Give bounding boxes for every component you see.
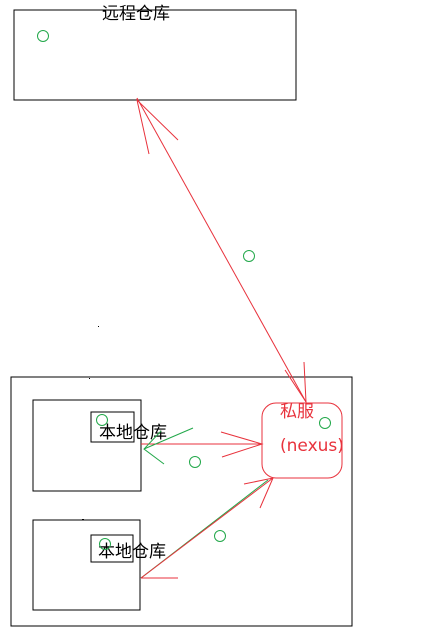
remote-end-arrowhead bbox=[136, 98, 179, 155]
local1-to-nexus-arrowhead bbox=[220, 431, 264, 458]
stray-dot-1 bbox=[98, 326, 99, 327]
remote-repo-box bbox=[13, 9, 297, 101]
local-repo-1-label: 本地仓库 bbox=[99, 423, 167, 443]
private-server-box bbox=[261, 402, 343, 479]
local-repo-2-inner-box bbox=[90, 534, 134, 563]
local1-connector-marker bbox=[189, 456, 201, 468]
private-server-marker bbox=[319, 417, 331, 429]
local-repo-1-marker bbox=[96, 414, 108, 426]
local-repo-2-label: 本地仓库 bbox=[98, 542, 166, 562]
remote-nexus-connector bbox=[136, 97, 307, 403]
nexus-to-local1-arrowhead bbox=[143, 430, 165, 465]
remote-repo-marker bbox=[37, 30, 49, 42]
nexus-label: (nexus) bbox=[280, 436, 344, 456]
stray-dot-2 bbox=[89, 378, 90, 379]
local-repo-2-marker bbox=[99, 538, 111, 550]
local-repo-2-box bbox=[32, 519, 141, 611]
stray-dot-3 bbox=[82, 519, 84, 520]
private-server-label: 私服 bbox=[280, 402, 314, 422]
nexus-to-local2-line bbox=[140, 477, 274, 579]
remote-nexus-marker bbox=[243, 250, 255, 262]
local2-connector-marker bbox=[214, 530, 226, 542]
remote-repo-label: 远程仓库 bbox=[102, 4, 170, 24]
nexus-end-arrowhead-top bbox=[284, 361, 307, 404]
nexus-end-arrowhead-bottom bbox=[243, 477, 274, 509]
nexus-to-local1-line bbox=[143, 427, 194, 450]
local-repo-1-inner-box bbox=[90, 411, 135, 443]
